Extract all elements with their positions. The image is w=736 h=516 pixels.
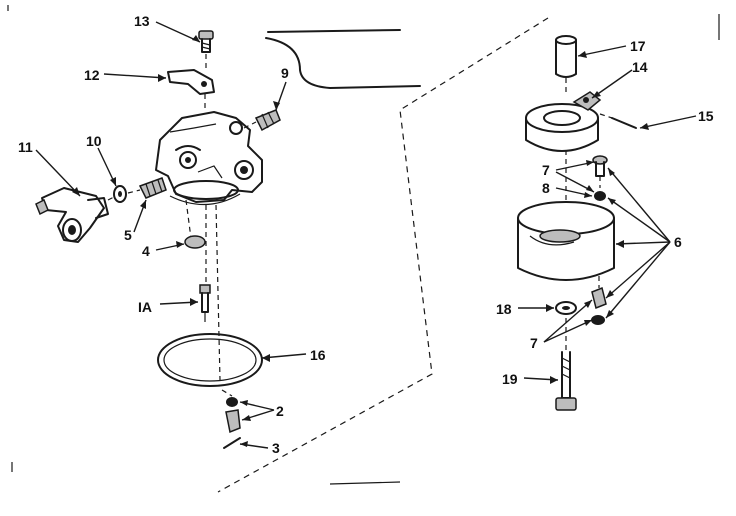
part-labels: 13 12 9 11 10 5 4 IA 16 2 3 17 14 15 7 8… (18, 13, 714, 456)
panel-cutout (265, 29, 421, 89)
label-15: 15 (698, 108, 714, 124)
label-9: 9 (281, 65, 289, 81)
part-7-8-needle-seat (565, 150, 608, 201)
label-7-upper: 7 (542, 162, 550, 178)
part-1a-needle (199, 284, 211, 322)
part-3-pin (223, 437, 241, 449)
part-19-bolt (555, 318, 577, 411)
label-12: 12 (84, 67, 100, 83)
part-5-spring (127, 177, 167, 199)
label-18: 18 (496, 301, 512, 317)
label-8: 8 (542, 180, 550, 196)
part-18-washer (555, 301, 577, 315)
label-17: 17 (630, 38, 646, 54)
label-13: 13 (134, 13, 150, 29)
label-3: 3 (272, 440, 280, 456)
label-6: 6 (674, 234, 682, 250)
label-14: 14 (632, 59, 648, 75)
part-17-cylinder (555, 35, 577, 92)
part-11-throttle-lever (35, 187, 109, 243)
label-4: 4 (142, 243, 150, 259)
section-divider (217, 17, 549, 493)
part-4-plug (184, 235, 206, 249)
label-19: 19 (502, 371, 518, 387)
leader-lines (35, 21, 697, 449)
label-11: 11 (18, 139, 33, 155)
part-7-lower-spring (591, 276, 607, 325)
part-10-washer (107, 185, 127, 203)
label-7-lower: 7 (530, 335, 538, 351)
part-12-bracket (167, 69, 215, 112)
part-6-bowl (517, 201, 615, 281)
part-2-small-parts (221, 389, 241, 434)
label-5: 5 (124, 227, 132, 243)
part-15-pin (599, 113, 637, 129)
label-2: 2 (276, 403, 284, 419)
label-1a: IA (138, 299, 152, 315)
part-14-float (525, 91, 602, 152)
label-16: 16 (310, 347, 326, 363)
label-10: 10 (86, 133, 102, 149)
edge-mark (329, 481, 401, 485)
part-13-screw (198, 30, 214, 70)
part-16-gasket-ring (157, 333, 263, 387)
part-9-fitting (243, 109, 281, 132)
